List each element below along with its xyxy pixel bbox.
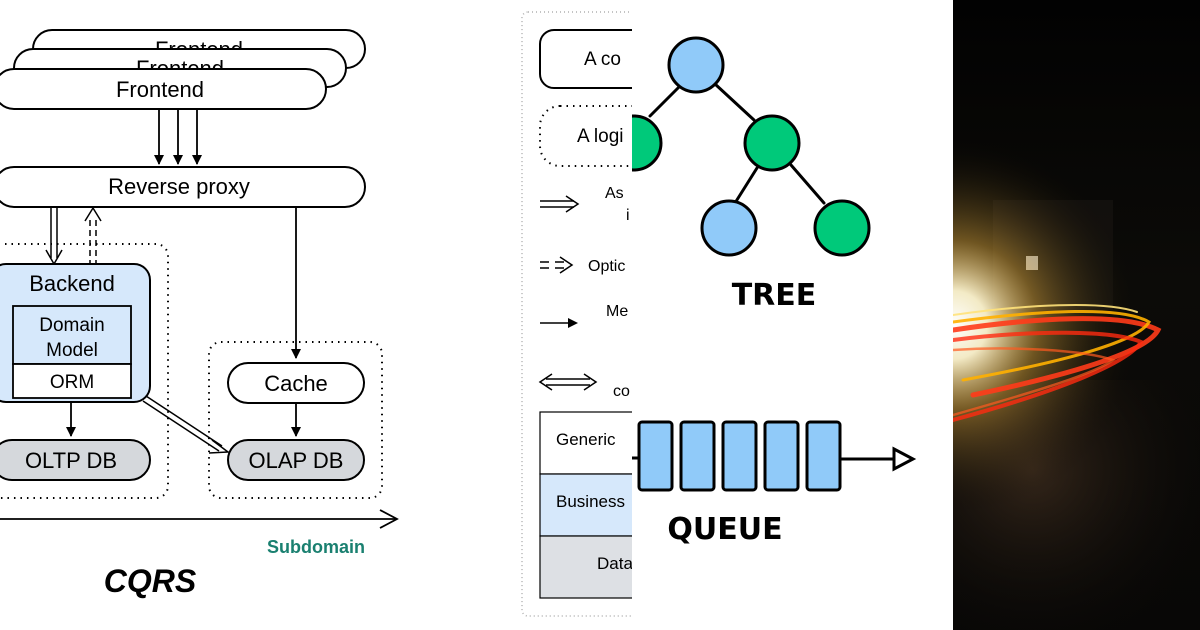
photo-light-streaks — [953, 303, 1162, 422]
backend-label: Backend — [29, 271, 115, 296]
legend-component-box — [539, 29, 632, 89]
tree-node-right — [743, 114, 801, 172]
oltp-db-label: OLTP DB — [25, 448, 117, 473]
backend-proxy-optional-arrow — [84, 206, 102, 266]
frontend-proxy-arrows — [154, 110, 202, 165]
domain-model-label-line2: Model — [46, 340, 98, 361]
legend-panel: A co A logi As i Optic Me co — [520, 0, 632, 630]
reverse-proxy-label: Reverse proxy — [108, 174, 250, 199]
tree-node-right-left — [700, 199, 758, 257]
legend-component-label: A co — [584, 49, 621, 70]
queue — [632, 420, 917, 492]
queue-cell-5 — [805, 420, 842, 492]
legend-layer-business-label: Business — [556, 492, 625, 511]
legend-layer-generic — [539, 411, 632, 475]
frontend-stack: Frontend Frontend Frontend — [0, 29, 366, 110]
legend-layer-business — [539, 473, 632, 537]
legend-message-arrow — [540, 318, 578, 328]
subdomain-axis-arrowhead — [379, 509, 399, 529]
tree-node-right-right — [813, 199, 871, 257]
oltp-db-box — [0, 439, 151, 481]
olap-db-box — [227, 439, 365, 481]
tree-node-root — [667, 36, 725, 94]
subdomain-axis-label: Subdomain — [267, 537, 365, 557]
cqrs-diagram: Frontend Frontend Frontend Reverse proxy — [0, 29, 399, 599]
proxy-backend-arrow — [45, 207, 63, 266]
tree-label: TREE — [732, 278, 817, 313]
legend-diagram: A co A logi As i Optic Me co — [521, 11, 632, 617]
domain-model-box — [12, 305, 132, 365]
data-structures-diagram: TREE QUEUE — [632, 36, 917, 547]
cache-label: Cache — [264, 371, 328, 396]
frontend-box — [0, 68, 327, 110]
queue-cell-1 — [637, 420, 674, 492]
legend-async-label-line2: i — [626, 207, 630, 224]
legend-message-label: Me — [606, 303, 628, 320]
legend-async-arrow — [540, 195, 580, 213]
legend-layer-data — [539, 535, 632, 599]
orm-label: ORM — [50, 372, 94, 393]
light-trails-photo — [953, 0, 1200, 630]
legend-optional-label: Optic — [588, 258, 625, 275]
data-structures-panel: TREE QUEUE — [632, 0, 953, 630]
backend-olap-sync-arrow — [142, 395, 231, 454]
tree-node-left — [632, 114, 663, 172]
legend-optional-arrow — [540, 256, 574, 274]
legend-logical-label: A logi — [577, 126, 623, 147]
legend-async-label-line1: As — [605, 185, 624, 202]
legend-bidirectional-arrow — [538, 373, 598, 391]
queue-label: QUEUE — [667, 512, 782, 547]
queue-cell-2 — [679, 420, 716, 492]
light-trails-image — [953, 0, 1200, 630]
domain-model-label-line1: Domain — [39, 315, 104, 336]
reverse-proxy-box — [0, 166, 366, 208]
queue-cell-4 — [763, 420, 800, 492]
legend-layer-generic-label: Generic — [556, 430, 616, 449]
tree-edges — [648, 82, 826, 205]
photo-headlight-glow — [953, 0, 1200, 630]
queue-dequeue-arrowhead — [892, 446, 917, 472]
olap-db-label: OLAP DB — [249, 448, 344, 473]
legend-frame — [521, 11, 632, 617]
orm-box — [12, 363, 132, 399]
cqrs-title: CQRS — [104, 563, 197, 599]
legend-layer-data-label: Data — [597, 554, 632, 573]
legend-bidirectional-label: co — [613, 383, 630, 400]
frontend-label: Frontend — [116, 77, 204, 102]
cqrs-diagram-panel: Frontend Frontend Frontend Reverse proxy — [0, 0, 520, 630]
queue-cell-3 — [721, 420, 758, 492]
